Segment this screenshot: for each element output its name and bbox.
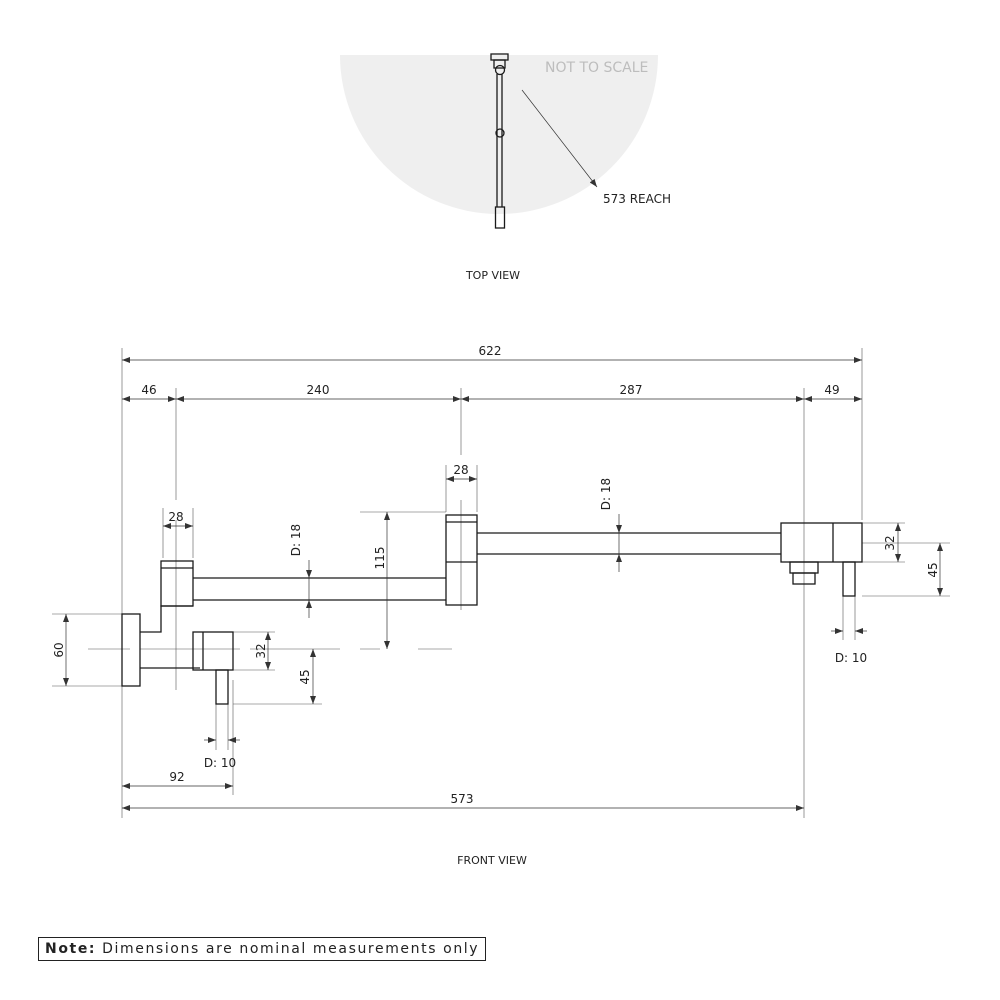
dim-28-mid: 28	[453, 463, 468, 477]
reach-label: 573 REACH	[603, 192, 671, 206]
dim-45-right: 45	[926, 562, 940, 577]
note-label: Note:	[45, 941, 97, 957]
note-box: Note: Dimensions are nominal measurement…	[38, 937, 487, 961]
middle-elbow	[445, 514, 478, 606]
top-view-caption: TOP VIEW	[465, 269, 520, 282]
dim-46: 46	[141, 383, 156, 397]
front-view-caption: FRONT VIEW	[457, 854, 527, 867]
note-text: Dimensions are nominal measurements only	[102, 941, 480, 957]
upper-handle	[842, 561, 856, 597]
lower-elbow	[160, 560, 194, 607]
not-to-scale-label: NOT TO SCALE	[545, 60, 648, 76]
lower-handle	[215, 669, 229, 705]
dim-45-left: 45	[298, 669, 312, 684]
dim-d10-left: D: 10	[204, 756, 236, 770]
dim-115: 115	[373, 547, 387, 570]
lower-valve-body	[192, 631, 234, 671]
top-view-spout	[490, 53, 509, 229]
wall-flange	[121, 613, 141, 687]
front-view: 622 46 240 287 49 28 28 D: 18 D: 18 115 …	[52, 344, 950, 867]
dim-32-right: 32	[883, 535, 897, 550]
dim-287: 287	[620, 383, 643, 397]
dimension-labels: 622 46 240 287 49 28 28 D: 18 D: 18 115 …	[52, 344, 940, 806]
dim-d18-right: D: 18	[599, 478, 613, 510]
dim-d18-left: D: 18	[289, 524, 303, 556]
extension-lines	[52, 348, 950, 818]
dim-240: 240	[307, 383, 330, 397]
upper-valve-body	[780, 522, 863, 563]
top-view: NOT TO SCALE 573 REACH TOP VIEW	[340, 53, 671, 282]
dim-92: 92	[169, 770, 184, 784]
dim-28-left: 28	[168, 510, 183, 524]
dim-60: 60	[52, 642, 66, 657]
dim-49: 49	[824, 383, 839, 397]
dim-overall: 622	[479, 344, 502, 358]
dim-d10-right: D: 10	[835, 651, 867, 665]
dim-573: 573	[451, 792, 474, 806]
reach-leader	[521, 89, 598, 188]
faucet-body	[121, 514, 863, 705]
reach-arc	[340, 55, 658, 214]
dimension-lines	[63, 357, 943, 811]
centre-lines	[88, 500, 462, 690]
dim-32-left: 32	[254, 643, 268, 658]
